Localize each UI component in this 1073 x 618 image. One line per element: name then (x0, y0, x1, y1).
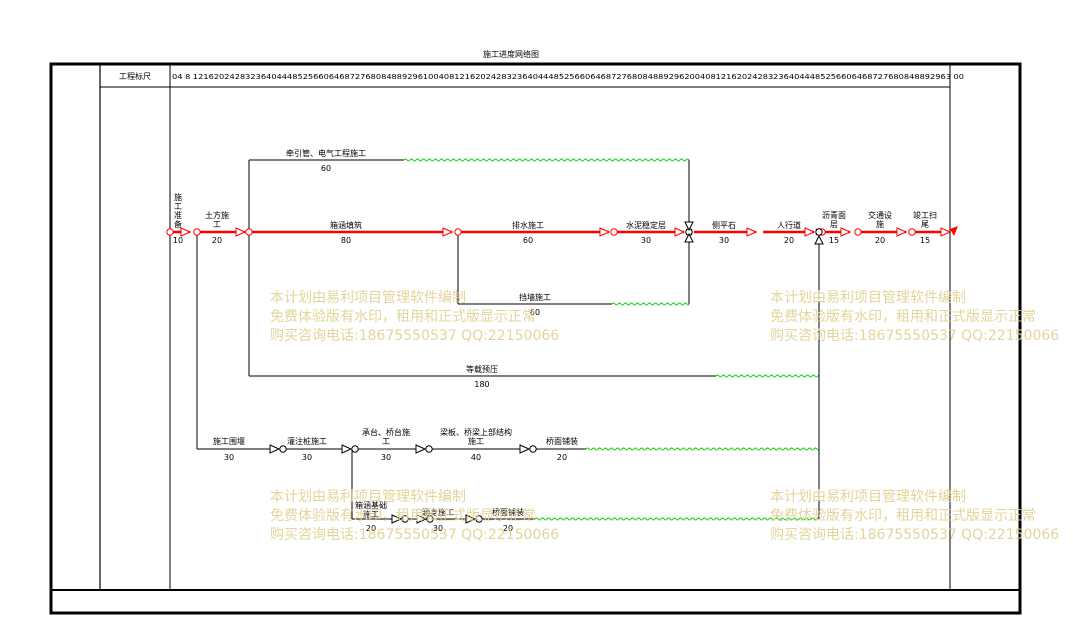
critical-node-3 (610, 228, 618, 236)
activity-name-a17: 梁板、桥梁上部结构 (440, 427, 512, 437)
arrow-join (814, 234, 824, 245)
activity-name-a21: 桥面铺装 (492, 507, 524, 517)
activity-name-a14: 施工围堰 (213, 436, 245, 446)
activity-name2-a17: 施工 (468, 436, 484, 446)
critical-node-0 (193, 228, 201, 236)
node-b4 (529, 445, 537, 453)
activity-duration-a9: 20 (875, 236, 885, 245)
activity-name-a13: 等载预压 (466, 364, 498, 374)
critical-arrow-a5 (674, 227, 686, 237)
activity-duration-a6: 30 (719, 236, 729, 245)
critical-arrow-a9 (896, 227, 908, 237)
arrow-a14 (269, 444, 281, 454)
activity-duration-a16: 30 (381, 453, 391, 462)
start-node (166, 228, 174, 236)
activity-duration-a5: 30 (641, 236, 651, 245)
activity-duration-a14: 30 (224, 453, 234, 462)
activity-name2-a8: 层 (830, 220, 838, 229)
critical-node-1 (245, 228, 253, 236)
activity-name-a9: 交通设 (868, 210, 892, 220)
activity-duration-a10: 15 (920, 236, 930, 245)
activity-duration-a15: 30 (302, 453, 312, 462)
activity-duration-a18: 20 (557, 453, 567, 462)
activity-duration-a3: 80 (341, 236, 351, 245)
activity-name-a15: 灌注桩施工 (287, 436, 327, 446)
arrow-a15 (341, 444, 353, 454)
activity-name-a20: 涵身施工 (422, 507, 454, 517)
arrow-c1 (416, 514, 428, 524)
activity-name-a19: 箱涵基础 (355, 500, 387, 510)
activity-name-a8: 沥青面 (822, 210, 846, 220)
float-a11 (403, 158, 690, 162)
critical-arrow-a1 (180, 227, 192, 237)
critical-arrow-a10 (940, 227, 952, 237)
node-b1 (279, 445, 287, 453)
activity-name-a10: 竣工扫 (913, 210, 937, 220)
activity-name2-a19: 施工 (363, 509, 379, 519)
critical-arrow-a2 (235, 227, 247, 237)
activity-duration-a4: 60 (523, 236, 533, 245)
activity-duration-a12: 60 (530, 308, 540, 317)
activity-name-a1: 施工准备 (174, 192, 182, 229)
activity-duration-a11: 60 (321, 164, 331, 173)
arrow-a16 (415, 444, 427, 454)
critical-arrow-a7 (804, 227, 816, 237)
diagram-title: 施工进度网络图 (483, 49, 539, 59)
float-a13 (715, 374, 820, 378)
event-nodes (166, 221, 958, 524)
activity-name-a4: 排水施工 (512, 220, 544, 230)
end-flag-icon (950, 226, 958, 236)
activity-name-a2: 土方施 (205, 210, 229, 220)
activity-duration-a20: 30 (433, 524, 443, 533)
float-a12 (611, 302, 690, 306)
activity-duration-a7: 20 (784, 236, 794, 245)
activity-name-a7: 人行道 (777, 220, 801, 230)
node-b3 (425, 445, 433, 453)
float-a18 (585, 447, 820, 451)
outer-frame (49, 62, 1022, 615)
float-a21 (534, 517, 820, 521)
critical-arrow-a8 (840, 227, 852, 237)
activity-name-a16: 承台、桥台施 (362, 427, 410, 437)
activity-name-a3: 箱涵填筑 (330, 220, 362, 230)
node-c2 (426, 515, 434, 523)
activity-name-a18: 桥面铺装 (546, 436, 578, 446)
critical-node-6 (908, 228, 916, 236)
arrow-a20 (465, 514, 477, 524)
critical-node-2 (454, 228, 462, 236)
node-c3 (475, 515, 483, 523)
activity-labels: 施工准备10土方施工20箱涵填筑80排水施工60水泥稳定层30侧平石30人行道2… (173, 148, 937, 533)
activity-name2-a16: 工 (382, 437, 390, 446)
activity-name-a6: 侧平石 (712, 220, 736, 230)
node-c1 (401, 515, 409, 523)
activity-duration-a21: 20 (503, 524, 513, 533)
scale-label: 工程标尺 (119, 71, 151, 81)
node-b2 (351, 445, 359, 453)
arrow-a17 (519, 444, 531, 454)
activity-duration-a17: 40 (471, 453, 481, 462)
activity-name-a12: 挡墙施工 (519, 292, 551, 302)
activity-duration-a8: 15 (829, 236, 839, 245)
activity-duration-a2: 20 (212, 236, 222, 245)
activity-name2-a2: 工 (213, 220, 221, 229)
merge-node-1 (815, 228, 823, 236)
scale-ticks: 04 8 12162024283236404448525660646872768… (172, 73, 964, 81)
arrow-a19 (391, 514, 403, 524)
critical-arrow-a4 (599, 227, 611, 237)
activity-duration-a19: 20 (366, 524, 376, 533)
activity-name-a5: 水泥稳定层 (626, 220, 666, 230)
activity-name-a11: 牵引管、电气工程施工 (286, 148, 366, 158)
activity-duration-a13: 180 (474, 380, 489, 389)
activity-name2-a10: 尾 (921, 220, 929, 229)
arrow-a11 (684, 221, 694, 232)
arrow-a12 (684, 232, 694, 243)
activity-name2-a9: 施 (876, 219, 884, 229)
critical-arrow-a3 (442, 227, 454, 237)
activity-duration-a1: 10 (173, 236, 183, 245)
critical-node-5 (854, 228, 862, 236)
critical-arrow-a6 (746, 227, 758, 237)
